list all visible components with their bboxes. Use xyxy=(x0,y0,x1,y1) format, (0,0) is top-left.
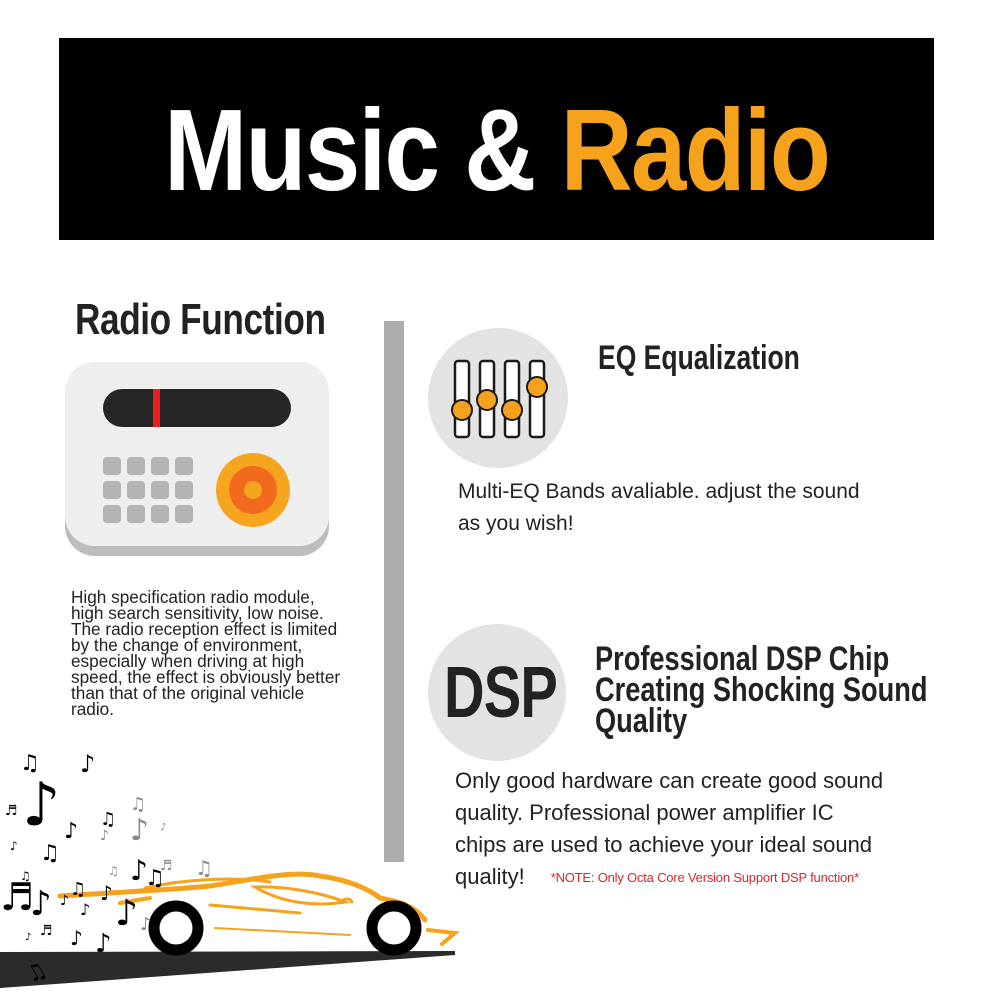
car-wheel-rear xyxy=(148,900,204,956)
dsp-desc-line: quality. Professional power amplifier IC xyxy=(455,800,834,825)
svg-text:♬: ♬ xyxy=(160,858,173,874)
svg-text:♪: ♪ xyxy=(22,770,60,840)
car-wheel-front xyxy=(366,900,422,956)
eq-heading: EQ Equalization xyxy=(598,339,800,377)
svg-text:♫: ♫ xyxy=(145,866,165,891)
svg-text:♫: ♫ xyxy=(195,856,213,880)
dsp-desc-line: quality! xyxy=(455,864,525,889)
dsp-icon: DSP xyxy=(428,624,566,761)
svg-text:♪: ♪ xyxy=(160,822,166,833)
title-radio: Radio xyxy=(560,85,830,215)
car-music-illustration: ♫ ♪ ♪ ♬ ♪ ♫ ♪ ♫ ♬ ♪ ♫ ♪ ♫ ♪ ♪ ♫ ♪ ♪ ♪ ♪ … xyxy=(0,730,470,1000)
dsp-icon-label: DSP xyxy=(443,653,558,733)
dsp-heading-line: Professional DSP Chip xyxy=(595,640,890,678)
radio-desc-line: radio. xyxy=(71,699,114,719)
radio-function-heading: Radio Function xyxy=(75,295,326,344)
dsp-heading: Professional DSP Chip Creating Shocking … xyxy=(595,640,928,740)
svg-text:♪: ♪ xyxy=(64,819,78,844)
dsp-desc-line: Only good hardware can create good sound xyxy=(455,768,884,793)
svg-text:♪: ♪ xyxy=(130,813,149,848)
dsp-heading-line: Creating Shocking Sound xyxy=(595,671,928,709)
eq-desc-line: Multi-EQ Bands avaliable. adjust the sou… xyxy=(458,480,860,503)
svg-text:♪: ♪ xyxy=(80,900,90,919)
title-music: Music & xyxy=(164,85,561,215)
radio-desc-line: high search sensitivity, low noise. xyxy=(71,603,324,623)
vertical-divider xyxy=(384,321,404,862)
page-title: Music & Radio xyxy=(59,92,934,208)
svg-text:♪: ♪ xyxy=(10,839,18,853)
svg-text:♪: ♪ xyxy=(80,750,95,778)
header-banner: Music & Radio xyxy=(59,38,934,240)
road-shadow xyxy=(0,951,455,988)
svg-text:♪: ♪ xyxy=(100,881,113,905)
svg-text:♬: ♬ xyxy=(0,875,34,919)
svg-text:♪: ♪ xyxy=(140,914,152,935)
svg-text:♫: ♫ xyxy=(20,869,31,883)
eq-desc-line: as you wish! xyxy=(458,512,574,535)
radio-desc-line: than that of the original vehicle xyxy=(71,683,305,703)
svg-text:♪: ♪ xyxy=(95,929,112,959)
radio-desc-line: speed, the effect is obviously better xyxy=(71,667,341,687)
dsp-description: Only good hardware can create good sound… xyxy=(455,765,935,894)
svg-text:♪: ♪ xyxy=(100,828,109,844)
svg-text:♬: ♬ xyxy=(40,923,53,939)
eq-description: Multi-EQ Bands avaliable. adjust the sou… xyxy=(458,476,928,540)
dsp-note: *NOTE: Only Octa Core Version Support DS… xyxy=(550,870,859,885)
svg-text:♫: ♫ xyxy=(70,879,86,900)
svg-text:♪: ♪ xyxy=(60,893,69,909)
svg-text:♫: ♫ xyxy=(130,794,146,815)
svg-text:♫: ♫ xyxy=(40,841,60,866)
radio-desc-line: especially when driving at high xyxy=(71,651,305,671)
svg-text:♪: ♪ xyxy=(70,926,83,950)
svg-text:♬: ♬ xyxy=(5,803,18,819)
dsp-heading-line: Quality xyxy=(595,702,688,740)
radio-desc-line: by the change of environment, xyxy=(71,635,303,655)
svg-text:♪: ♪ xyxy=(30,884,52,924)
svg-text:♪: ♪ xyxy=(25,932,31,943)
dsp-desc-line: chips are used to achieve your ideal sou… xyxy=(455,832,873,857)
svg-text:♫: ♫ xyxy=(20,751,40,776)
svg-text:♪: ♪ xyxy=(115,893,138,934)
radio-icon xyxy=(65,362,329,556)
svg-text:♫: ♫ xyxy=(108,864,119,878)
equalizer-sliders-icon xyxy=(428,328,568,468)
radio-desc-line: High specification radio module, xyxy=(71,587,315,607)
svg-text:♪: ♪ xyxy=(130,854,148,887)
svg-text:♫: ♫ xyxy=(100,809,116,830)
radio-description: High specification radio module, high se… xyxy=(71,587,381,719)
radio-desc-line: The radio reception effect is limited xyxy=(71,619,338,639)
